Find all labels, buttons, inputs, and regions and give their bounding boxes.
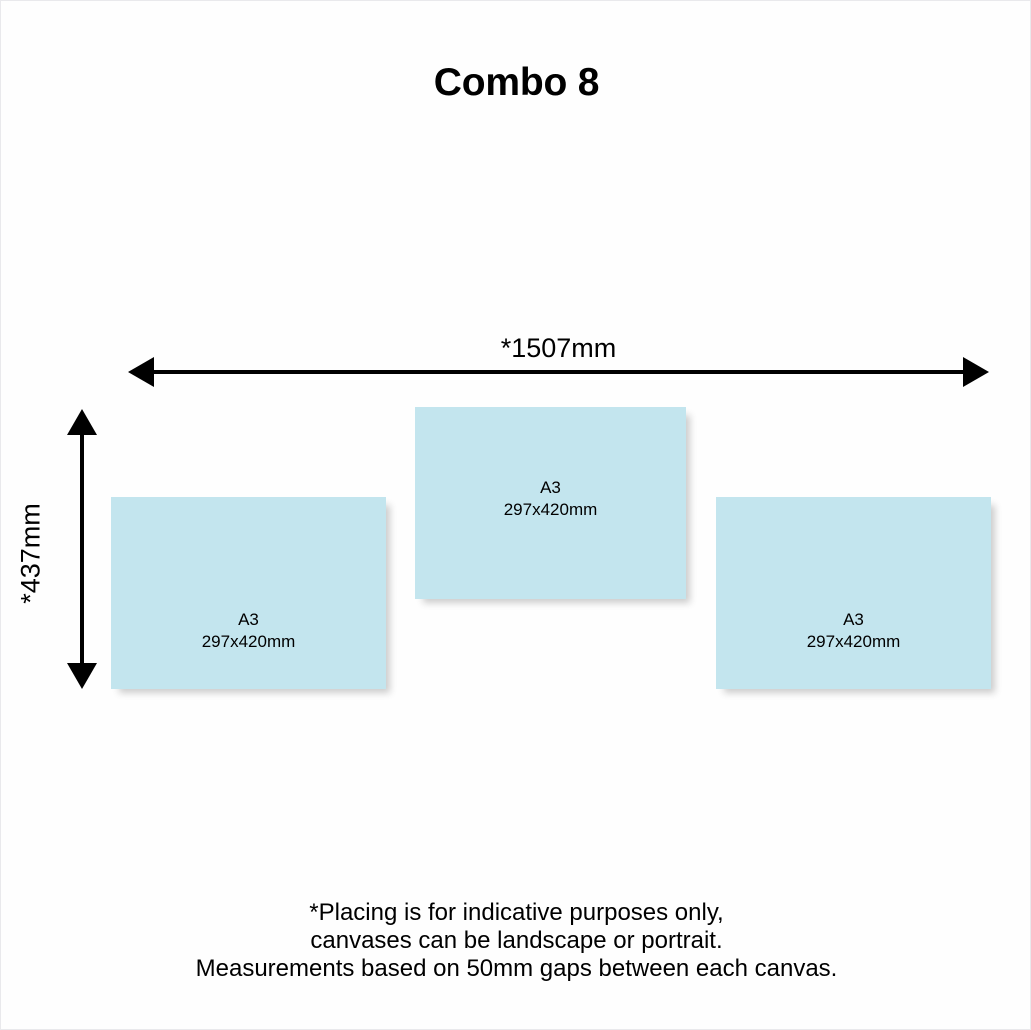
height-dimension-label: *437mm xyxy=(15,503,46,604)
canvas-right-name: A3 xyxy=(843,610,864,629)
canvas-right-size: 297x420mm xyxy=(806,632,901,651)
footnote-line-1: *Placing is for indicative purposes only… xyxy=(309,899,724,926)
width-dimension-line xyxy=(141,370,977,374)
footnote: *Placing is for indicative purposes only… xyxy=(1,899,1030,983)
canvas-left: A3 297x420mm xyxy=(111,497,386,689)
footnote-line-2: canvases can be landscape or portrait. xyxy=(310,927,723,954)
arrow-down-icon xyxy=(67,663,97,689)
arrow-right-icon xyxy=(963,357,989,387)
height-dimension-line xyxy=(80,422,84,676)
width-dimension-label: *1507mm xyxy=(500,333,617,363)
canvas-right-label: A3 297x420mm xyxy=(716,609,991,653)
canvas-middle-label: A3 297x420mm xyxy=(415,477,686,521)
canvas-middle-size: 297x420mm xyxy=(503,500,598,519)
canvas-middle: A3 297x420mm xyxy=(415,407,686,599)
canvas-left-name: A3 xyxy=(238,610,259,629)
canvas-left-size: 297x420mm xyxy=(201,632,296,651)
page-title: Combo 8 xyxy=(433,61,600,104)
canvas-left-label: A3 297x420mm xyxy=(111,609,386,653)
footnote-line-3: Measurements based on 50mm gaps between … xyxy=(195,955,838,982)
canvas-middle-name: A3 xyxy=(540,478,561,497)
canvas-right: A3 297x420mm xyxy=(716,497,991,689)
